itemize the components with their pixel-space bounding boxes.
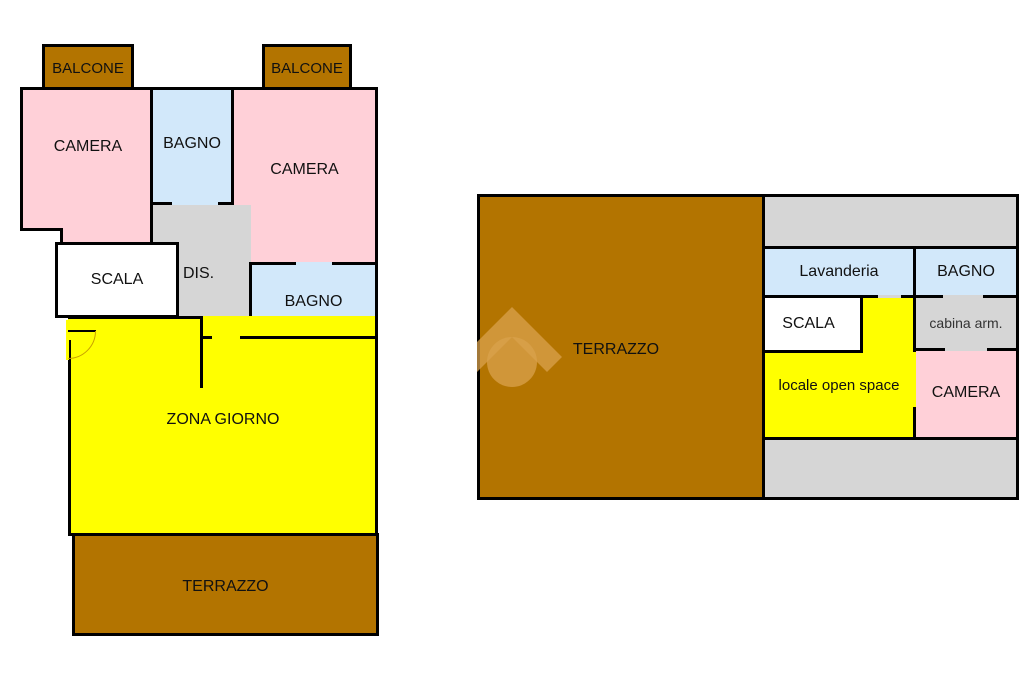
room-balcone-left: BALCONE <box>42 44 134 90</box>
room-camera-left: CAMERA <box>20 87 153 231</box>
room-label: cabina arm. <box>929 315 1003 331</box>
room-label: CAMERA <box>270 161 339 178</box>
room-label: CAMERA <box>53 137 123 155</box>
room-camera-right: CAMERA <box>231 87 378 265</box>
room-label: CAMERA <box>931 384 1001 401</box>
wall <box>901 295 916 298</box>
room-label: TERRAZZO <box>572 341 660 358</box>
wall <box>913 295 943 298</box>
room-label-dis: DIS. <box>183 265 215 282</box>
room-zona-giorno-top <box>68 316 203 340</box>
room-label: SCALA <box>782 315 835 332</box>
room-bagno-right: BAGNO <box>916 249 1016 295</box>
room-label: locale open space <box>778 377 900 394</box>
wall <box>762 437 1019 440</box>
wall <box>150 202 153 242</box>
door-opening <box>913 352 916 407</box>
room-cabina-armadio: cabina arm. <box>916 298 1016 348</box>
room-lavanderia: Lavanderia <box>765 249 913 295</box>
room-label: BAGNO <box>284 293 343 310</box>
wall <box>200 336 212 339</box>
room-terrazzo-left: TERRAZZO <box>72 533 379 636</box>
room-label: ZONA GIORNO <box>166 410 280 428</box>
wall <box>240 336 378 339</box>
door-opening <box>296 262 332 265</box>
room-bagno-top: BAGNO <box>150 87 234 205</box>
room-open-space: locale open space <box>765 353 913 437</box>
room-label: BALCONE <box>52 60 124 77</box>
room-zona-giorno: ZONA GIORNO <box>68 316 378 536</box>
room-balcone-right: BALCONE <box>262 44 352 90</box>
watermark-logo-icon <box>477 307 562 387</box>
wall <box>913 249 916 437</box>
room-label: BALCONE <box>271 60 343 77</box>
room-camera-left-extension <box>60 228 153 244</box>
room-label: SCALA <box>90 271 144 288</box>
wall <box>150 202 172 205</box>
room-camera-upper: CAMERA <box>916 351 1016 437</box>
wall <box>762 350 863 353</box>
room-label: BAGNO <box>937 263 995 280</box>
wall <box>762 246 1019 249</box>
wall <box>218 202 234 205</box>
room-label: Lavanderia <box>799 263 879 280</box>
wall <box>200 336 203 388</box>
wall <box>983 295 1019 298</box>
room-label: BAGNO <box>163 134 221 152</box>
wall <box>987 348 1019 351</box>
wall <box>762 295 878 298</box>
room-scala-left: SCALA <box>55 242 179 318</box>
room-scala-right: SCALA <box>765 298 860 350</box>
room-label: TERRAZZO <box>182 577 269 595</box>
room-open-space-top <box>863 298 913 353</box>
wall <box>860 295 863 352</box>
wall <box>913 348 945 351</box>
door-opening <box>66 320 69 360</box>
